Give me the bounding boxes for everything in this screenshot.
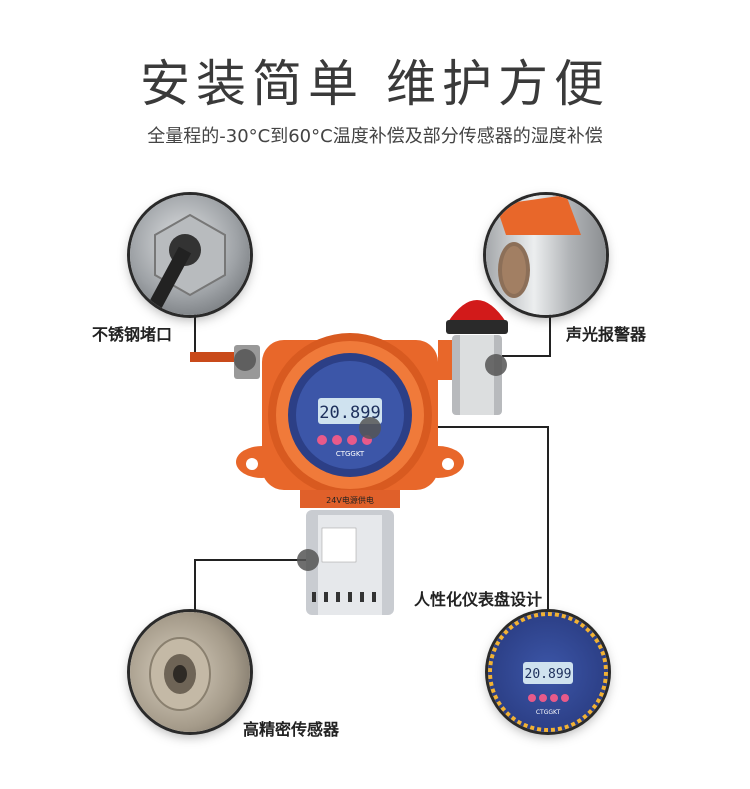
label-high-precision-sensor: 高精密传感器 [243,720,340,739]
dial-zoom-value: 20.899 [525,667,572,682]
dial-zoom: 20.899 CTGGKT [488,612,608,732]
dial-brand: CTGGKT [336,450,365,458]
label-humanized-dial: 人性化仪表盘设计 [414,590,543,609]
sensor-zoom [130,612,250,732]
power-label: 24V电源供电 [326,495,374,505]
alarm-zoom [486,195,606,315]
page-subtitle: 全量程的-30°C到60°C温度补偿及部分传感器的湿度补偿 [147,126,603,147]
label-sound-light-alarm: 声光报警器 [566,325,647,344]
dial-zoom-brand: CTGGKT [536,709,561,716]
stainless-port-zoom [130,195,250,315]
label-stainless-port: 不锈钢堵口 [92,325,173,344]
page-title: 安装简单 维护方便 [140,55,610,113]
dial-display-value: 20.899 [319,403,380,423]
